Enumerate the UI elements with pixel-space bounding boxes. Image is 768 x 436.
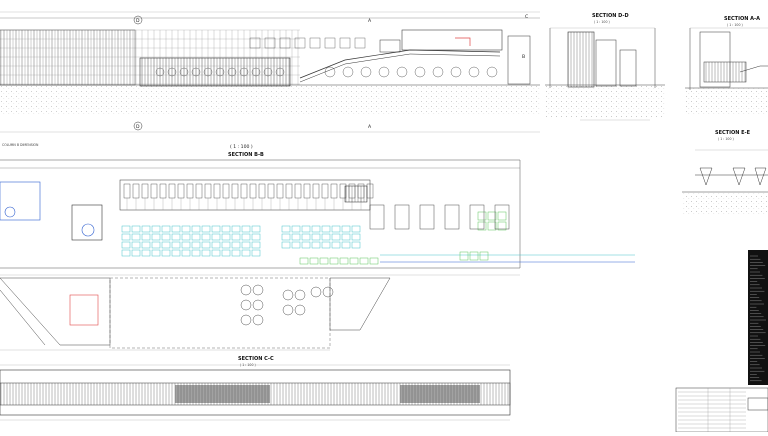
marker-b-mid: B (522, 54, 525, 60)
section-aa-title: SECTION A-A (724, 16, 760, 22)
section-bb-plan: ( 1 : 100 ) SECTION B-B COLUMN B DIMENSI… (0, 143, 635, 269)
elevation-view: D D A A C B (0, 11, 540, 133)
section-dd-view: SECTION D-D ( 1 : 100 ) (545, 13, 665, 121)
section-aa-scale: ( 1 : 100 ) (727, 23, 743, 27)
marker-a-bottom: A (368, 124, 372, 130)
marker-d-bottom: D (136, 124, 140, 130)
section-dd-scale: ( 1 : 100 ) (594, 20, 610, 24)
section-bb-title: SECTION B-B (228, 152, 264, 158)
marker-a-top: A (368, 18, 372, 24)
side-note: COLUMN B DIMENSION (2, 143, 39, 147)
section-cc-view: SECTION C-C ( 1 : 100 ) (0, 356, 511, 421)
section-ee-view: SECTION E-E ( 1 : 100 ) (682, 130, 768, 214)
drawing-notes-panel (748, 250, 768, 385)
marker-c-top: C (525, 14, 528, 20)
section-dd-title: SECTION D-D (592, 13, 629, 19)
drawing-title-block (675, 387, 768, 433)
section-ee-scale: ( 1 : 100 ) (718, 137, 734, 141)
section-cc-title: SECTION C-C (238, 356, 274, 362)
section-aa-view: SECTION A-A ( 1 : 100 ) (685, 16, 768, 116)
marker-d-top: D (136, 18, 140, 24)
section-bb-scale: ( 1 : 100 ) (230, 144, 253, 150)
lower-plan-view (0, 274, 520, 351)
section-ee-title: SECTION E-E (715, 130, 751, 136)
